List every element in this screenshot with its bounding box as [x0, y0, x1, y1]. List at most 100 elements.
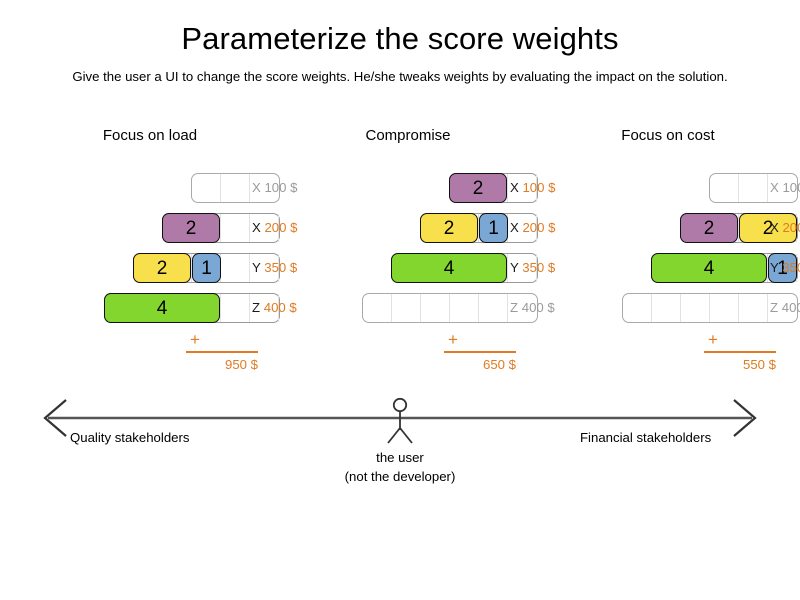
row-price: 400 $	[263, 300, 297, 315]
slider-cell[interactable]	[192, 174, 221, 202]
slider-cell[interactable]	[221, 214, 250, 242]
weight-row[interactable]: 41Y 350 $	[538, 248, 800, 288]
slider-cell[interactable]	[508, 214, 537, 242]
slider-cell[interactable]	[221, 254, 250, 282]
weight-slider-track[interactable]	[191, 173, 280, 203]
weight-segment-purple[interactable]: 2	[680, 213, 738, 243]
weight-segment-green[interactable]: 4	[104, 293, 220, 323]
row-price: 200 $	[264, 220, 298, 235]
weight-segments: 2	[162, 213, 220, 243]
row-price: 100 $	[522, 180, 556, 195]
slider-cell[interactable]	[623, 294, 652, 322]
weight-row[interactable]: X 100 $	[538, 168, 800, 208]
weight-segment-blue[interactable]: 1	[479, 213, 508, 243]
weight-segment-yellow[interactable]: 2	[739, 213, 797, 243]
row-label: X 200 $	[770, 219, 800, 237]
scenario-title: Compromise	[365, 127, 451, 144]
slider-cell[interactable]	[392, 294, 421, 322]
spectrum-left-label: Quality stakeholders	[70, 430, 190, 445]
weight-segment-blue[interactable]: 1	[192, 253, 221, 283]
weight-slider-track[interactable]	[622, 293, 798, 323]
row-label: X 100 $	[770, 179, 800, 197]
slider-cell[interactable]	[479, 254, 508, 282]
weight-segments: 2	[449, 173, 507, 203]
row-label: Z 400 $	[770, 299, 800, 317]
row-label: X 200 $	[510, 219, 555, 237]
slider-cell[interactable]	[192, 294, 221, 322]
row-label: Z 400 $	[252, 299, 297, 317]
weight-row[interactable]: 22X 200 $	[538, 208, 800, 248]
row-letter: Y	[510, 260, 523, 275]
slider-cell[interactable]	[450, 294, 479, 322]
slider-cell[interactable]	[250, 294, 279, 322]
weight-slider-track[interactable]: 4	[391, 253, 538, 283]
plus-sign: +	[448, 330, 458, 349]
slider-cell[interactable]	[681, 294, 710, 322]
row-letter: Z	[252, 300, 264, 315]
weight-slider-track[interactable]: 2	[162, 213, 280, 243]
slider-cell[interactable]	[163, 254, 192, 282]
row-price: 100 $	[782, 180, 800, 195]
weight-segment-yellow[interactable]: 2	[133, 253, 191, 283]
weight-row[interactable]: Z 400 $	[278, 288, 555, 328]
slider-cell[interactable]	[221, 294, 250, 322]
slider-cell[interactable]	[192, 214, 221, 242]
slider-cell[interactable]	[250, 214, 279, 242]
weight-segment-purple[interactable]: 2	[449, 173, 507, 203]
slider-cell[interactable]	[479, 174, 508, 202]
weight-segment-green[interactable]: 4	[651, 253, 767, 283]
row-price: 400 $	[521, 300, 555, 315]
slider-cell[interactable]	[739, 294, 768, 322]
slider-cell[interactable]	[508, 254, 537, 282]
slider-cell[interactable]	[479, 294, 508, 322]
slider-cell[interactable]	[221, 174, 250, 202]
weight-slider-track[interactable]: 2	[449, 173, 538, 203]
weight-slider-track[interactable]	[362, 293, 538, 323]
weight-slider-track[interactable]	[709, 173, 798, 203]
spectrum-axis-graphic	[43, 397, 757, 444]
slider-cell[interactable]	[363, 294, 392, 322]
row-price: 350 $	[522, 260, 556, 275]
slider-cell[interactable]	[739, 254, 768, 282]
page-title: Parameterize the score weights	[181, 21, 619, 56]
stakeholder-spectrum: Quality stakeholders Financial stakehold…	[0, 396, 800, 516]
weight-slider-track[interactable]: 4	[104, 293, 280, 323]
weight-segment-blue[interactable]: 1	[768, 253, 797, 283]
row-letter: X	[510, 180, 523, 195]
row-letter: Y	[252, 260, 265, 275]
weight-segment-green[interactable]: 4	[391, 253, 507, 283]
total-rule	[186, 351, 258, 353]
slider-cell[interactable]	[710, 214, 739, 242]
slider-cell[interactable]	[739, 174, 768, 202]
total-value: 650 $	[482, 356, 516, 372]
total-value: 550 $	[742, 356, 776, 372]
weight-row-list: X 100 $22X 200 $41Y 350 $Z 400 $	[538, 168, 800, 328]
slider-cell[interactable]	[652, 294, 681, 322]
row-label: X 100 $	[510, 179, 555, 197]
weight-segment-yellow[interactable]: 2	[420, 213, 478, 243]
weight-segment-purple[interactable]: 2	[162, 213, 220, 243]
weight-row[interactable]: X 100 $	[20, 168, 297, 208]
slider-cell[interactable]	[250, 254, 279, 282]
slider-cell[interactable]	[508, 174, 537, 202]
slider-cell[interactable]	[421, 294, 450, 322]
row-letter: X	[252, 180, 265, 195]
slider-cell[interactable]	[450, 214, 479, 242]
weight-row[interactable]: Z 400 $	[538, 288, 800, 328]
total-block: + 650 $	[438, 330, 538, 374]
slider-cell[interactable]	[710, 294, 739, 322]
weight-row[interactable]: 4 Z 400 $	[20, 288, 297, 328]
slider-cell[interactable]	[710, 174, 739, 202]
